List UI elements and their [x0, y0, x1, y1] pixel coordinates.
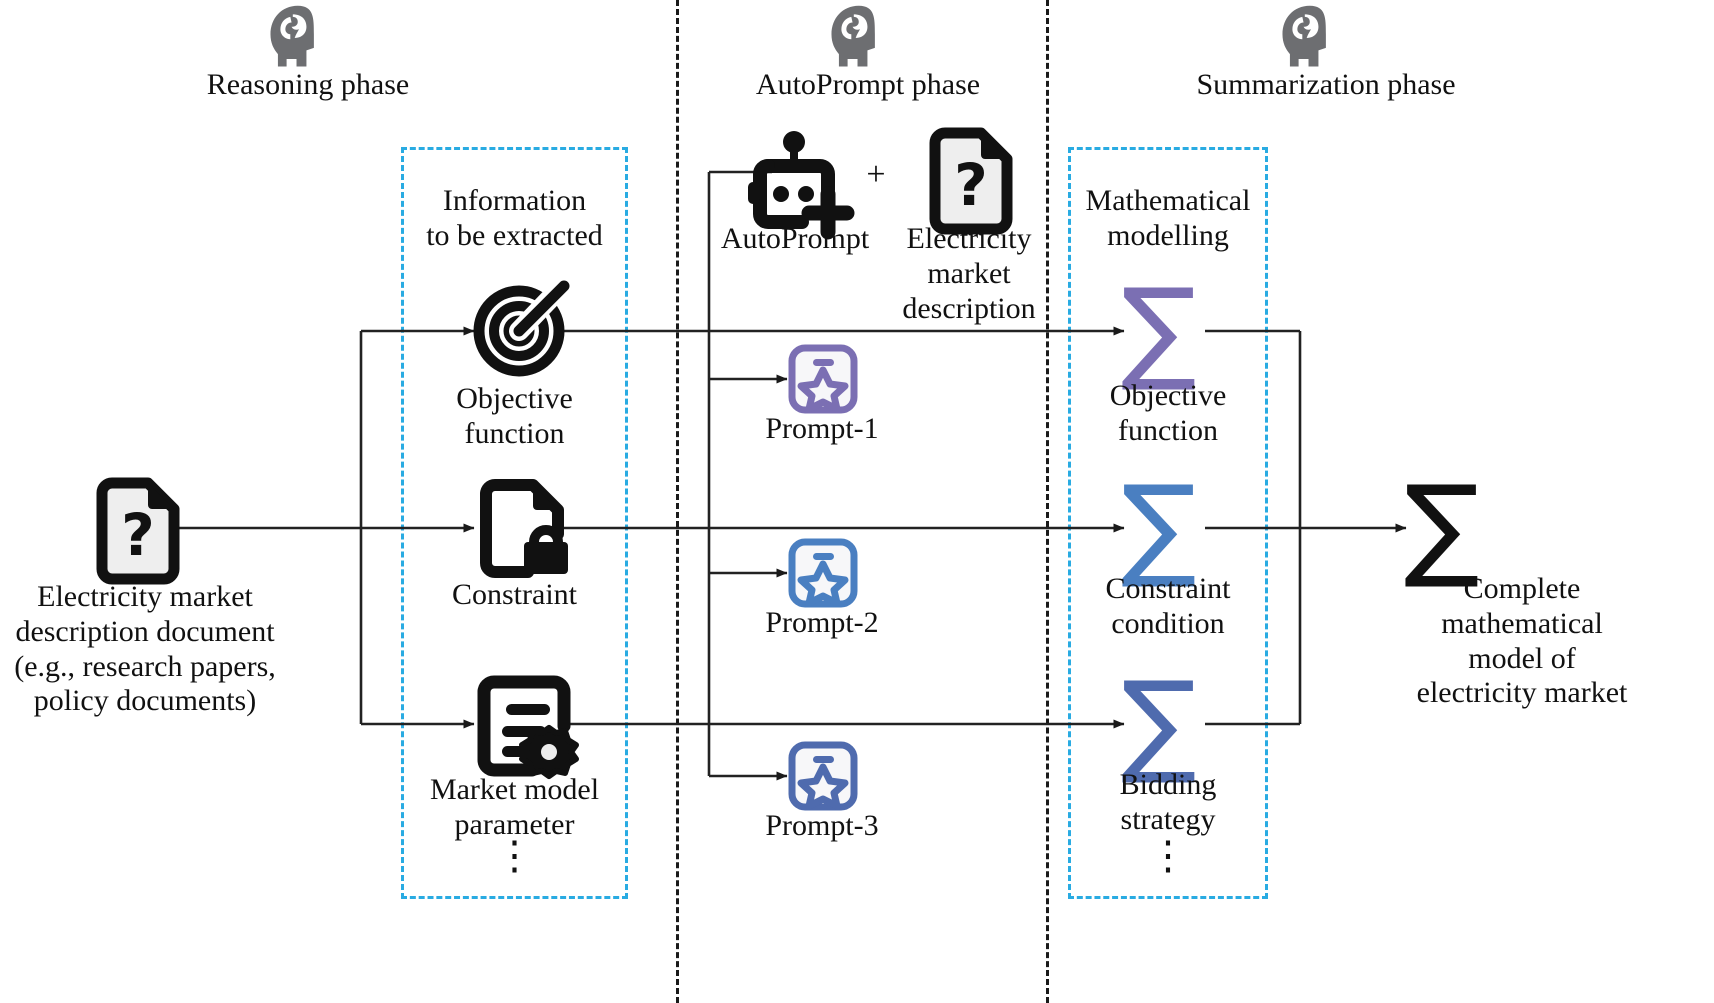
output-line-3: model of: [1468, 641, 1576, 675]
information-to-be-extracted-box: [401, 147, 628, 899]
ap-doc-line-2: market: [927, 256, 1011, 290]
obj-result-line-2: function: [1118, 413, 1218, 447]
objective-function-sigma: ∑: [1121, 265, 1197, 395]
bidding-strategy-sigma: ∑: [1121, 658, 1197, 788]
phase-title-reasoning: Reasoning phase: [206, 68, 410, 101]
document-question-icon-2: ?: [929, 127, 1013, 235]
prompt-star-icon-2: [788, 538, 858, 608]
modelling-ellipsis: ⋮: [1148, 833, 1188, 878]
obj-result-line-1: Objective: [1109, 379, 1227, 412]
con-result-line-1: Constraint: [1105, 572, 1231, 605]
constraint-label-line-1: Constraint: [452, 578, 577, 611]
svg-text:?: ?: [121, 501, 155, 569]
phase-title-autoprompt: AutoPrompt phase: [755, 68, 981, 101]
phase-title-summarization: Summarization phase: [1196, 68, 1456, 101]
plus-operator: +: [866, 156, 886, 193]
prompt-3-label: Prompt-3: [765, 809, 879, 842]
svg-text:?: ?: [954, 151, 988, 219]
prompt-2-label: Prompt-2: [765, 606, 879, 639]
objective-function-result-label: Objective function: [1068, 379, 1268, 449]
extraction-ellipsis: ⋮: [494, 833, 535, 878]
prompt-star-icon-1: [788, 344, 858, 414]
modelling-title-line-2: modelling: [1107, 218, 1229, 252]
con-result-line-2: condition: [1111, 606, 1225, 640]
constraint-condition-sigma: ∑: [1121, 462, 1197, 592]
source-document-label: Electricity market description document …: [0, 580, 290, 719]
prompt-star-icon-3: [788, 741, 858, 811]
autoprompt-document-label: Electricity market description: [885, 222, 1053, 326]
ap-doc-line-3: description: [902, 291, 1036, 325]
constraint-condition-result-label: Constraint condition: [1068, 572, 1268, 642]
extraction-box-title: Information to be extracted: [401, 184, 628, 254]
phase-divider-2: [1046, 0, 1049, 1003]
market-model-label-line-1: Market model: [429, 773, 600, 806]
bid-result-line-2: strategy: [1120, 802, 1216, 836]
source-label-line-3: (e.g., research papers,: [14, 649, 276, 683]
source-label-line-1: Electricity market: [37, 580, 253, 613]
mathematical-modelling-box: [1068, 147, 1268, 899]
objective-function-label-line-1: Objective: [456, 382, 573, 415]
source-label-line-2: description document: [15, 614, 275, 648]
market-model-parameter-label: Market model parameter: [401, 773, 628, 843]
ap-doc-line-1: Electricity: [906, 222, 1032, 255]
bid-result-line-1: Bidding: [1119, 768, 1217, 801]
document-question-icon: ?: [96, 477, 180, 585]
phase-divider-1: [676, 0, 679, 1003]
constraint-label: Constraint: [401, 578, 628, 613]
extraction-title-line-1: Information: [442, 184, 587, 217]
output-line-2: mathematical: [1441, 606, 1603, 640]
modelling-box-title: Mathematical modelling: [1068, 184, 1268, 254]
market-model-label-line-2: parameter: [454, 807, 575, 841]
source-label-line-4: policy documents): [33, 684, 257, 718]
robot-plus-icon: [748, 131, 855, 240]
objective-function-label: Objective function: [401, 382, 628, 452]
autoprompt-label: AutoPrompt: [720, 222, 870, 255]
objective-function-label-line-2: function: [464, 416, 565, 450]
bidding-strategy-result-label: Bidding strategy: [1068, 768, 1268, 838]
output-line-4: electricity market: [1416, 676, 1628, 710]
prompt-1-label: Prompt-1: [765, 412, 879, 445]
output-line-1: Complete: [1463, 572, 1581, 605]
complete-model-sigma: ∑: [1404, 462, 1480, 592]
complete-model-label: Complete mathematical model of electrici…: [1330, 572, 1714, 711]
extraction-title-line-2: to be extracted: [426, 218, 603, 252]
modelling-title-line-1: Mathematical: [1085, 184, 1251, 217]
